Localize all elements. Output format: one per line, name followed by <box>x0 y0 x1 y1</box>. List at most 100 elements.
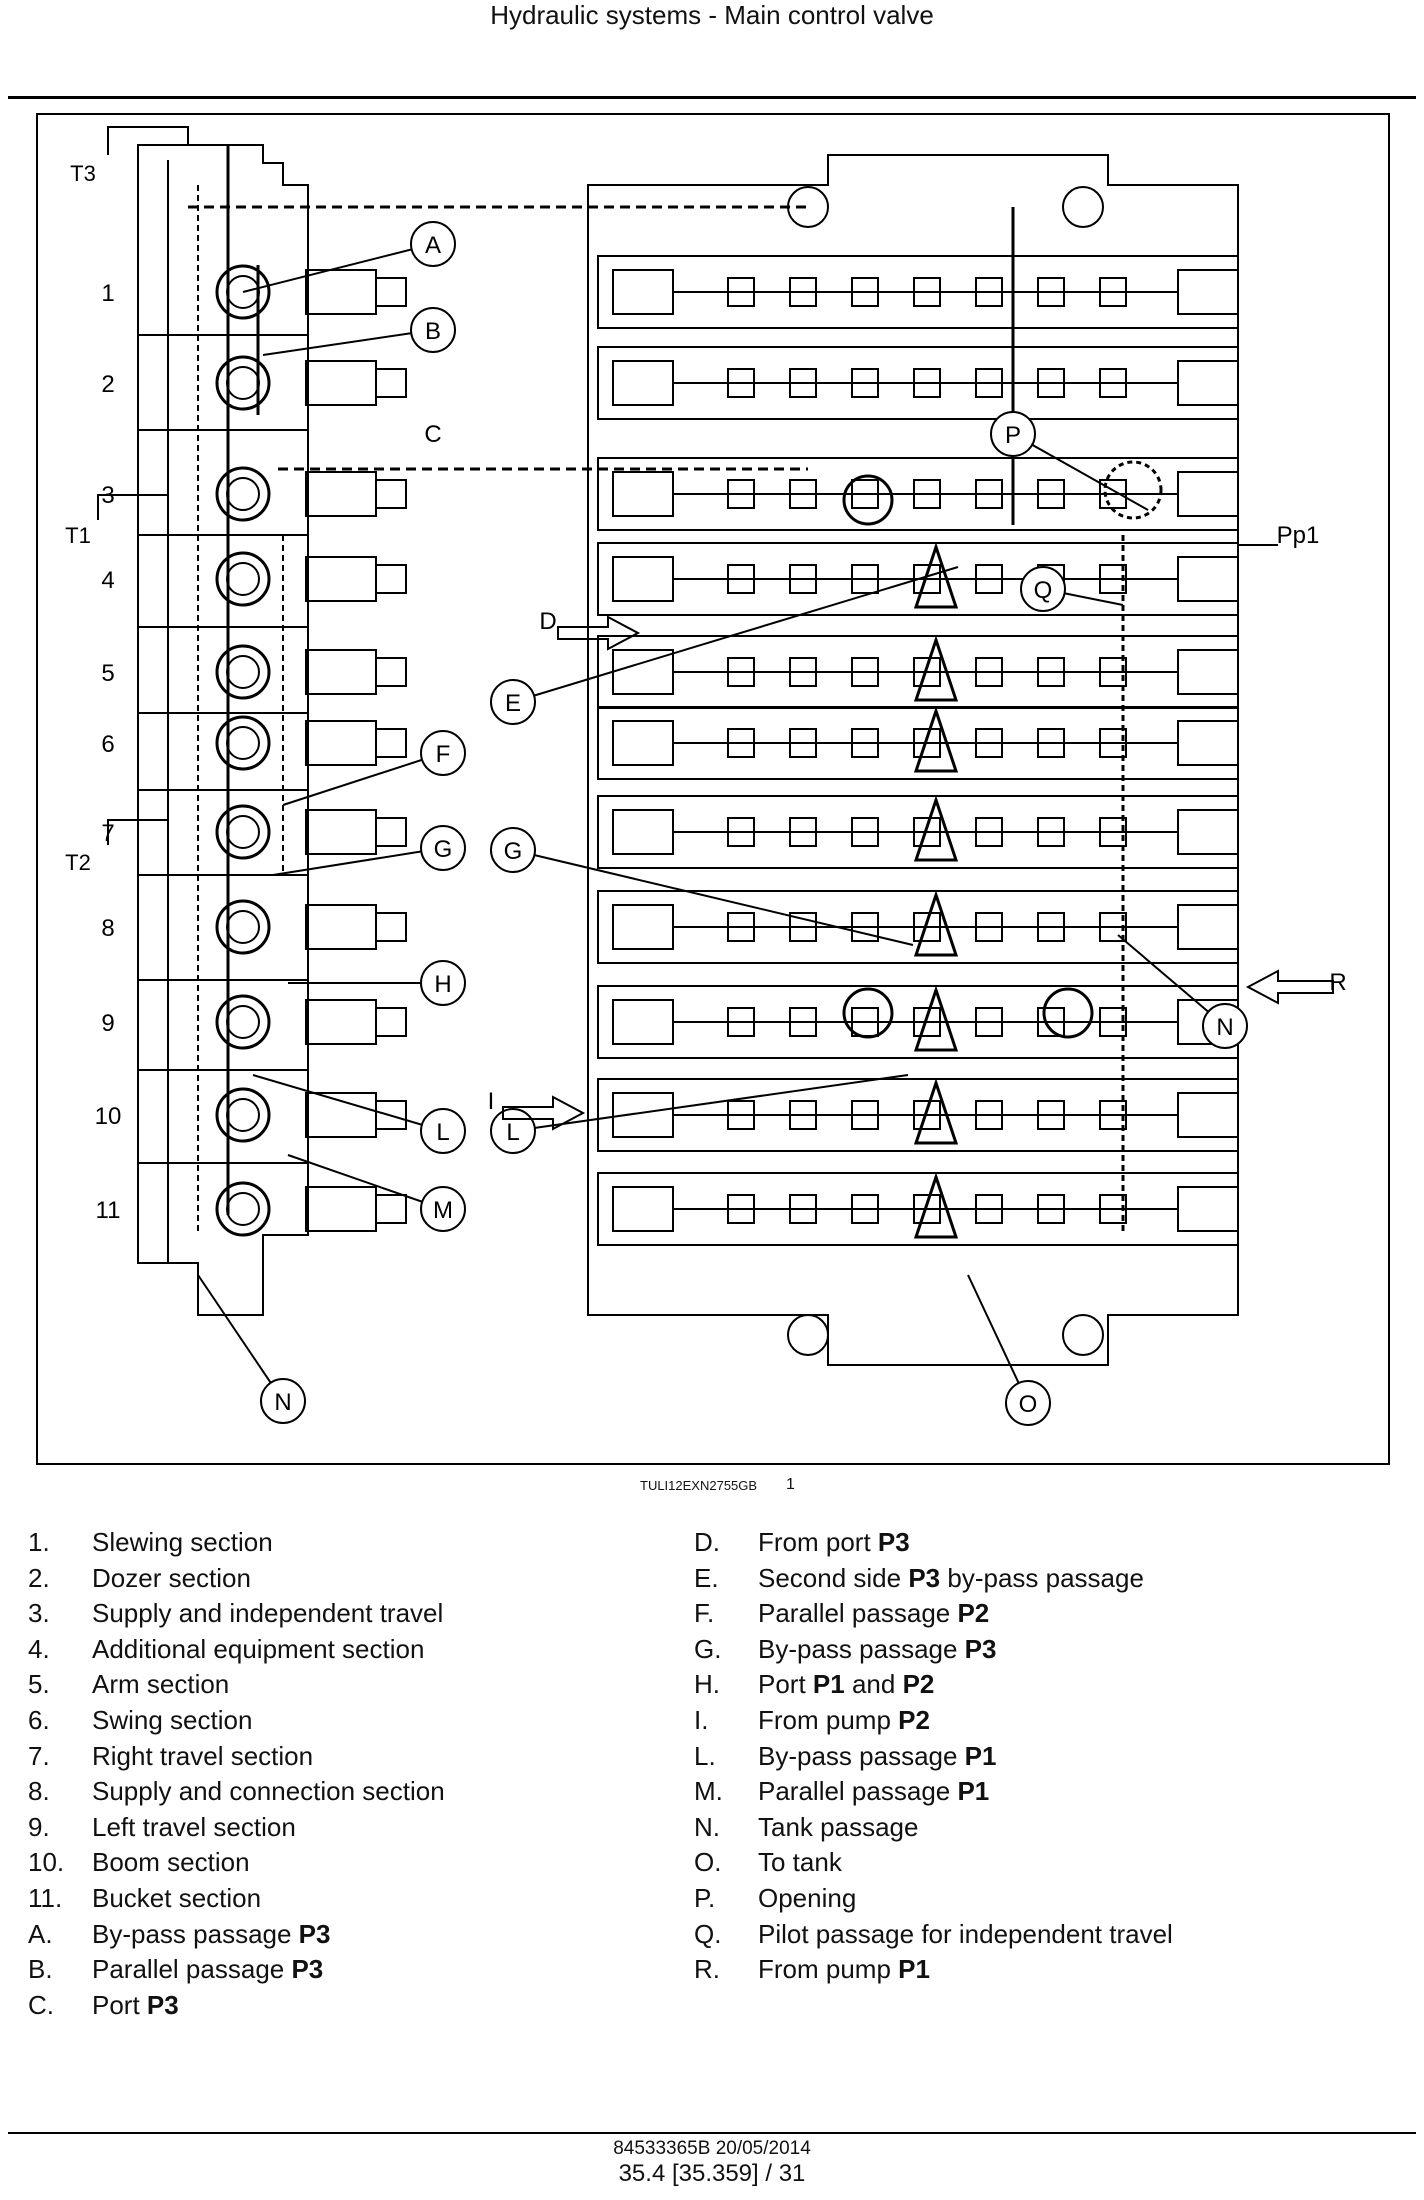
check-valve-circle <box>842 474 894 526</box>
legend-left-item: 10.Boom section <box>28 1846 445 1882</box>
legend-text: Right travel section <box>92 1740 314 1771</box>
spool-land <box>789 817 817 847</box>
callout-q-label: Q <box>1034 577 1053 604</box>
bypass-passage-triangle <box>913 706 959 773</box>
section-number-3: 3 <box>101 482 114 509</box>
spool-land <box>1099 1007 1127 1037</box>
spool-end-cap <box>1177 1092 1239 1138</box>
legend-bold-term: P3 <box>964 1633 997 1664</box>
mount-hole <box>1062 186 1104 228</box>
legend-text: Port P1 and P2 <box>758 1669 935 1700</box>
left-port-circle <box>215 466 271 522</box>
mount-hole <box>787 1314 829 1356</box>
legend-text: By-pass passage P3 <box>758 1633 997 1664</box>
spool-land <box>851 368 879 398</box>
legend-key: C. <box>28 1989 54 2020</box>
left-port-inner <box>226 1098 260 1132</box>
spool-land <box>1099 564 1127 594</box>
left-port-circle <box>215 715 271 771</box>
right-valve-body-outline <box>587 154 1239 1366</box>
spool-land <box>727 728 755 758</box>
figure-number: 1 <box>786 1476 795 1493</box>
spool-land <box>851 912 879 942</box>
callout-g-left-label: G <box>434 836 453 863</box>
spool-land <box>1099 728 1127 758</box>
spool-end-cap <box>1177 360 1239 406</box>
callout-n-right-label: N <box>1216 1014 1233 1041</box>
tank-t2-connection <box>107 819 168 845</box>
callout-g-left-circle <box>420 825 466 871</box>
spool-end-cap <box>612 556 674 602</box>
legend-text: From port P3 <box>758 1527 910 1557</box>
header-rule <box>8 96 1416 99</box>
left-port-cap <box>375 657 407 687</box>
spool-land <box>913 728 941 758</box>
legend-text: Tank passage <box>758 1811 919 1842</box>
spool-land <box>1099 1194 1127 1224</box>
callout-h-label: H <box>434 971 451 998</box>
spool-land <box>975 728 1003 758</box>
left-port-cap <box>375 1100 407 1130</box>
spool-land <box>1099 657 1127 687</box>
legend-bold-term: P1 <box>957 1776 990 1807</box>
section-number-6: 6 <box>101 731 114 758</box>
spool-land <box>727 1007 755 1037</box>
spool-land <box>851 1100 879 1130</box>
callout-n-right-circle <box>1202 1003 1248 1049</box>
bypass-passage-triangle <box>913 1078 959 1145</box>
callout-g-left-leader <box>272 847 444 876</box>
legend-key: 10. <box>28 1847 65 1878</box>
left-port-circle <box>215 804 271 860</box>
left-port-cap <box>375 728 407 758</box>
legend-left-item: 3.Supply and independent travel <box>28 1597 445 1633</box>
spool-end-cap <box>612 720 674 766</box>
spool-land <box>913 368 941 398</box>
legend-left-item: C.Port P3 <box>28 1989 445 2025</box>
legend-text: Parallel passage P2 <box>758 1598 990 1629</box>
spool-land <box>975 1100 1003 1130</box>
spool-end-cap <box>1177 471 1239 517</box>
left-port-inner <box>226 726 260 760</box>
bypass-passage-triangle <box>913 1172 959 1239</box>
legend-key: H. <box>694 1669 720 1700</box>
spool-land <box>789 479 817 509</box>
callout-f-leader <box>282 752 444 806</box>
callout-n-right-leader <box>1117 934 1226 1027</box>
spool-land <box>1099 912 1127 942</box>
left-port-cap <box>375 912 407 942</box>
section-number-8: 8 <box>101 915 114 942</box>
legend-text: Left travel section <box>92 1811 296 1842</box>
spool-land <box>975 564 1003 594</box>
left-port-inner <box>226 1192 260 1226</box>
left-port-plug <box>305 1186 377 1232</box>
legend-left-item: 9.Left travel section <box>28 1811 445 1847</box>
legend-key: 1. <box>28 1527 50 1557</box>
spool-land <box>1099 1100 1127 1130</box>
left-port-inner <box>226 655 260 689</box>
legend-key: P. <box>694 1882 716 1913</box>
left-port-circle <box>215 551 271 607</box>
legend-right-item: E.Second side P3 by-pass passage <box>694 1562 1173 1598</box>
section-number-7: 7 <box>101 820 114 847</box>
spool-land <box>727 657 755 687</box>
legend-right-item: Q.Pilot passage for independent travel <box>694 1918 1173 1954</box>
inlet-arrow-d <box>557 615 641 651</box>
callout-e-circle <box>490 679 536 725</box>
spool-land <box>851 817 879 847</box>
left-port-circle <box>215 899 271 955</box>
legend-right-item: I.From pump P2 <box>694 1704 1173 1740</box>
spool-land <box>727 817 755 847</box>
legend-key: 6. <box>28 1704 50 1735</box>
legend-key: B. <box>28 1954 53 1985</box>
callout-b-label: B <box>425 318 441 345</box>
callout-e-leader <box>512 566 959 703</box>
left-port-plug <box>305 360 377 406</box>
callout-e-label: E <box>505 690 521 717</box>
spool-land <box>727 368 755 398</box>
spool-land <box>851 1194 879 1224</box>
legend-left-item: 11.Bucket section <box>28 1882 445 1918</box>
spool-land <box>851 277 879 307</box>
callout-f-circle <box>420 730 466 776</box>
legend-text: By-pass passage P3 <box>92 1918 331 1949</box>
